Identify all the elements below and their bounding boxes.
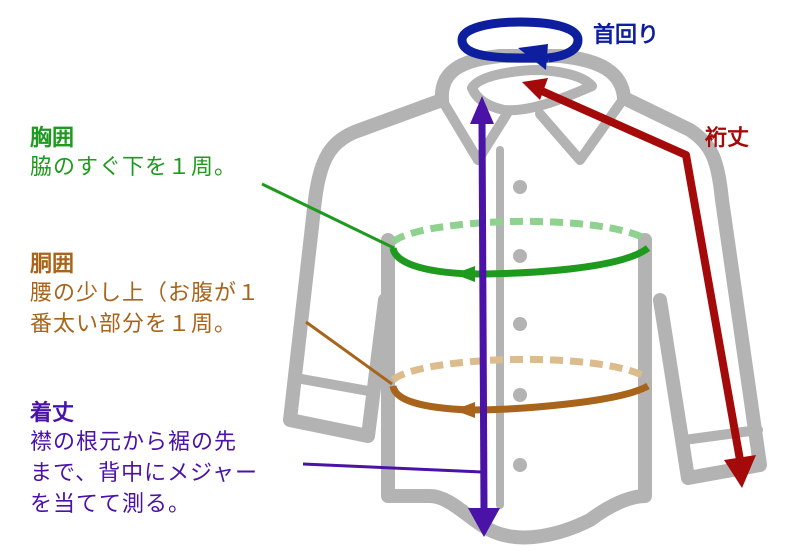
shirt-buttons: [513, 180, 527, 472]
chest-title: 胸囲: [30, 126, 75, 151]
sleeve-label: 裄丈: [705, 126, 749, 152]
length-label: 着丈 襟の根元から裾の先 まで、背中にメジャー を当てて測る。: [30, 401, 258, 520]
sleeve-measurement-arrow: [522, 78, 756, 488]
waist-measurement-arrow: [305, 320, 650, 418]
shirt-outline: [283, 49, 767, 545]
length-measurement-arrow: [302, 96, 500, 537]
waist-desc-line-2: 番太い部分を１周。: [30, 312, 238, 337]
chest-label: 胸囲 脇のすぐ下を１周。: [30, 126, 237, 183]
length-desc-line-2: まで、背中にメジャー: [30, 461, 259, 486]
waist-title: 胴囲: [30, 252, 75, 277]
length-desc-line-1: 襟の根元から裾の先: [30, 430, 238, 455]
neck-measurement-arrow: [457, 17, 583, 70]
chest-desc-line-1: 脇のすぐ下を１周。: [30, 155, 238, 180]
waist-desc-line-1: 腰の少し上（お腹が１: [30, 281, 261, 306]
length-title: 着丈: [30, 401, 75, 426]
sleeve-title: 裄丈: [705, 126, 750, 151]
neck-label: 首回り: [593, 23, 659, 49]
waist-label: 胴囲 腰の少し上（お腹が１ 番太い部分を１周。: [30, 252, 260, 340]
neck-title: 首回り: [593, 23, 660, 48]
length-desc-line-3: を当てて測る。: [30, 492, 192, 517]
